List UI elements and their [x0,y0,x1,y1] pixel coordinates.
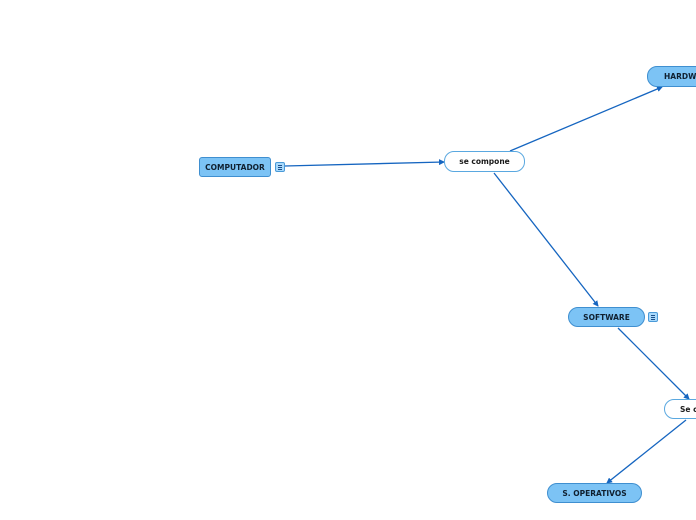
edge-software-se-compone-2 [617,327,690,400]
note-lines-icon[interactable] [275,162,285,172]
edge-computador-se-compone [284,159,445,167]
node-computador[interactable]: COMPUTADOR [199,157,271,177]
node-se-compone-2-label: Se compone [680,404,696,414]
node-computador-label: COMPUTADOR [205,162,265,172]
node-software[interactable]: SOFTWARE [568,307,645,327]
note-lines-icon[interactable] [648,312,658,322]
node-se-compone-2[interactable]: Se compone [664,399,696,419]
node-s-operativos-label: S. OPERATIVOS [562,488,627,498]
node-se-compone[interactable]: se compone [444,151,525,172]
node-hardware[interactable]: HARDWARE [647,66,696,87]
node-software-label: SOFTWARE [583,312,630,322]
node-s-operativos[interactable]: S. OPERATIVOS [547,483,642,503]
edge-se-compone-2-s-operativos [606,419,687,484]
edge-se-compone-software [493,172,599,307]
node-hardware-label: HARDWARE [664,72,696,81]
edge-se-compone-hardware [509,86,663,152]
node-se-compone-label: se compone [459,157,510,166]
